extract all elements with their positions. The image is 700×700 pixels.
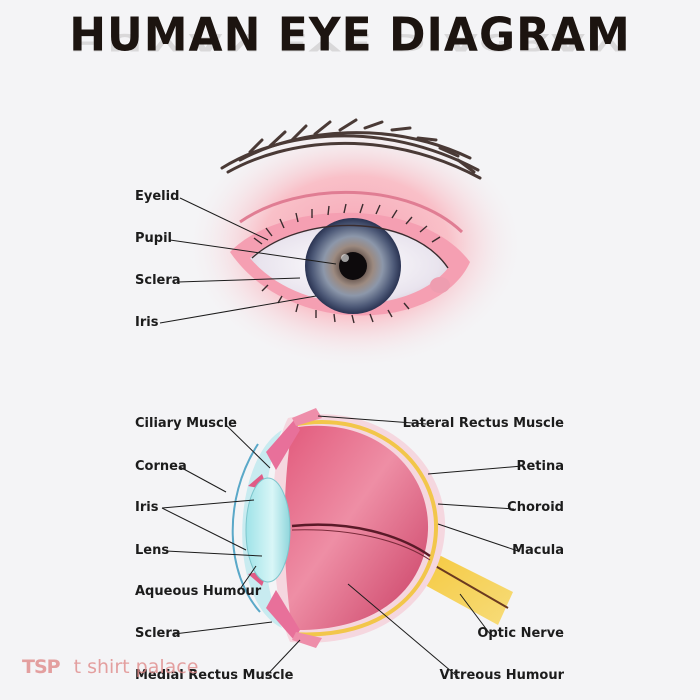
ciliary-muscle-lower [266,590,300,640]
watermark-text: t shirt palace [73,656,199,678]
label-cornea: Cornea [135,459,187,474]
label-sclera-section: Sclera [135,626,181,641]
label-retina: Retina [516,459,564,474]
label-aqueous-humour: Aqueous Humour [135,584,262,599]
label-ciliary-muscle: Ciliary Muscle [135,416,238,431]
watermark-logo: TSP [22,656,61,678]
caruncle [430,277,450,293]
eyebrow [220,118,482,180]
front-eye-view [185,118,525,370]
lateral-rectus-muscle [292,408,322,426]
watermark: TSP t shirt palace [22,656,198,678]
label-macula: Macula [512,543,564,558]
label-choroid: Choroid [507,500,564,515]
label-sclera: Sclera [135,273,181,288]
lens [245,477,291,583]
ciliary-muscle-upper [266,420,300,470]
label-medial-rectus-muscle: Medial Rectus Muscle [135,668,294,683]
label-vitreous-humour: Vitreous Humour [439,668,564,683]
label-iris: Iris [135,315,159,330]
pupil-highlight [341,254,349,262]
label-optic-nerve: Optic Nerve [477,626,564,641]
page-title: HUMAN EYE DIAGRAM [69,8,631,63]
eyelashes [251,203,449,324]
label-iris-section: Iris [135,500,159,515]
label-lateral-rectus-muscle: Lateral Rectus Muscle [402,416,564,431]
label-pupil: Pupil [135,231,173,246]
medial-rectus-muscle [292,632,322,648]
section-leader-lines [161,415,523,678]
eye-cross-section [231,408,513,648]
choroid-layer [291,420,439,637]
lid-crease [239,190,464,234]
label-lens: Lens [135,543,170,558]
front-leader-lines [159,197,337,324]
label-eyelid: Eyelid [135,189,180,204]
